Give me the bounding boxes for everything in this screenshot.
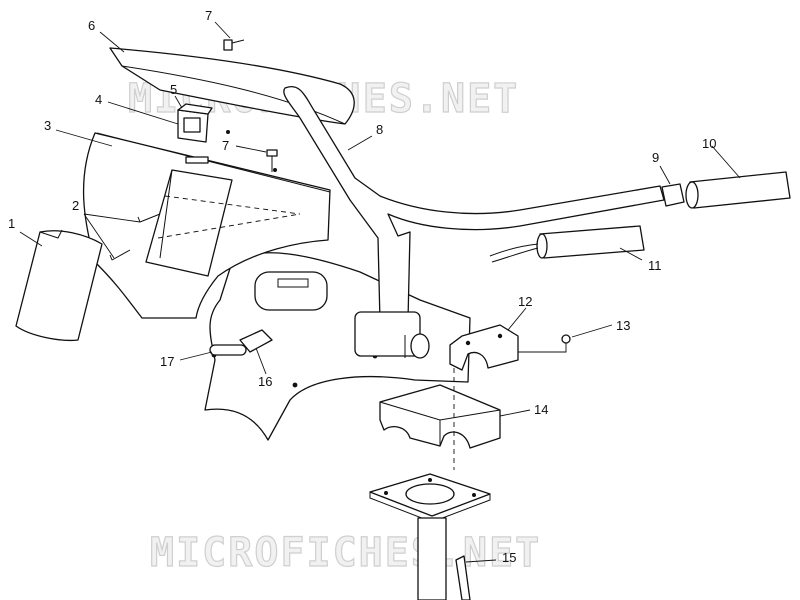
callout-7-middle: 7 [222, 138, 229, 153]
callout-7-top: 7 [205, 8, 212, 23]
leader-lines [19, 21, 741, 563]
callout-5: 5 [170, 82, 177, 97]
callout-9: 9 [652, 150, 659, 165]
heated-grip-11 [489, 225, 645, 263]
watermark-bottom: MICROFICHES.NET [150, 530, 541, 576]
callout-11: 11 [648, 258, 662, 273]
callout-8: 8 [376, 122, 383, 137]
callout-6: 6 [88, 18, 95, 33]
switch-5 [177, 103, 213, 143]
callout-14: 14 [534, 402, 548, 417]
clamp-cap-12 [449, 324, 519, 371]
callout-17: 17 [160, 354, 174, 369]
callout-15: 15 [502, 550, 516, 565]
callout-1: 1 [8, 216, 15, 231]
callout-4: 4 [95, 92, 102, 107]
callout-16: 16 [258, 374, 272, 389]
callout-10: 10 [702, 136, 716, 151]
clamp-base-14 [379, 384, 501, 449]
bar-end-9 [661, 183, 685, 207]
hand-guard-1 [15, 229, 103, 342]
handlebar-pod-3 [82, 130, 331, 319]
callout-12: 12 [518, 294, 532, 309]
grip-10 [685, 171, 791, 209]
steering-post-plate [369, 368, 491, 600]
callout-2: 2 [72, 198, 79, 213]
callout-13: 13 [616, 318, 630, 333]
callout-3: 3 [44, 118, 51, 133]
handlebar-8 [283, 86, 665, 359]
